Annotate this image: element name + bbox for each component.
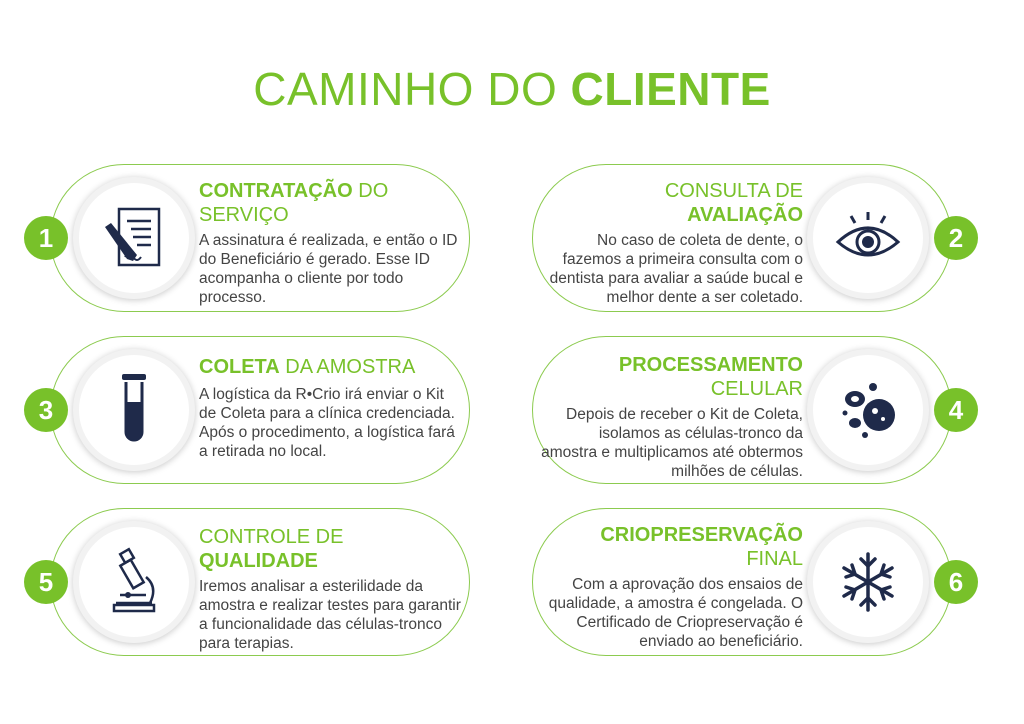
icon-circle bbox=[807, 177, 929, 299]
step-number-badge: 6 bbox=[934, 560, 978, 604]
step-description: Com a aprovação dos ensaios de qualidade… bbox=[548, 576, 803, 650]
microscope-icon bbox=[112, 547, 156, 613]
snowflake-icon bbox=[842, 552, 894, 612]
step-number-badge: 4 bbox=[934, 388, 978, 432]
icon-circle bbox=[807, 521, 929, 643]
cells-icon bbox=[842, 383, 895, 438]
step-description: No caso de coleta de dente, o fazemos a … bbox=[549, 232, 803, 306]
step-number-badge: 1 bbox=[24, 216, 68, 260]
icon-circle bbox=[807, 349, 929, 471]
step-number-badge: 2 bbox=[934, 216, 978, 260]
step-description: Iremos analisar a esterilidade da amostr… bbox=[199, 578, 461, 652]
icon-circle bbox=[73, 349, 195, 471]
contract-signing-icon bbox=[105, 207, 161, 267]
eye-icon bbox=[835, 212, 901, 257]
step-number-badge: 5 bbox=[24, 560, 68, 604]
step-number-badge: 3 bbox=[24, 388, 68, 432]
step-description: Depois de receber o Kit de Coleta, isola… bbox=[541, 406, 803, 480]
step-card-3: 3 COLETA DA AMOSTRA A logística da R•Cri… bbox=[24, 336, 470, 484]
step-description: A assinatura é realizada, e então o ID d… bbox=[199, 232, 458, 306]
step-title: COLETA DA AMOSTRA bbox=[199, 356, 416, 378]
icon-circle bbox=[73, 521, 195, 643]
page-title: CAMINHO DO CLIENTE bbox=[253, 63, 771, 115]
step-title: CONTRATAÇÃO DO SERVIÇO bbox=[199, 180, 389, 226]
icon-circle bbox=[73, 177, 195, 299]
test-tube-icon bbox=[122, 374, 146, 442]
step-description: A logística da R•Crio irá enviar o Kit d… bbox=[199, 386, 455, 460]
step-card-1: 1 CONTRATAÇÃO DO SERVIÇO A assinatura é … bbox=[24, 164, 470, 312]
